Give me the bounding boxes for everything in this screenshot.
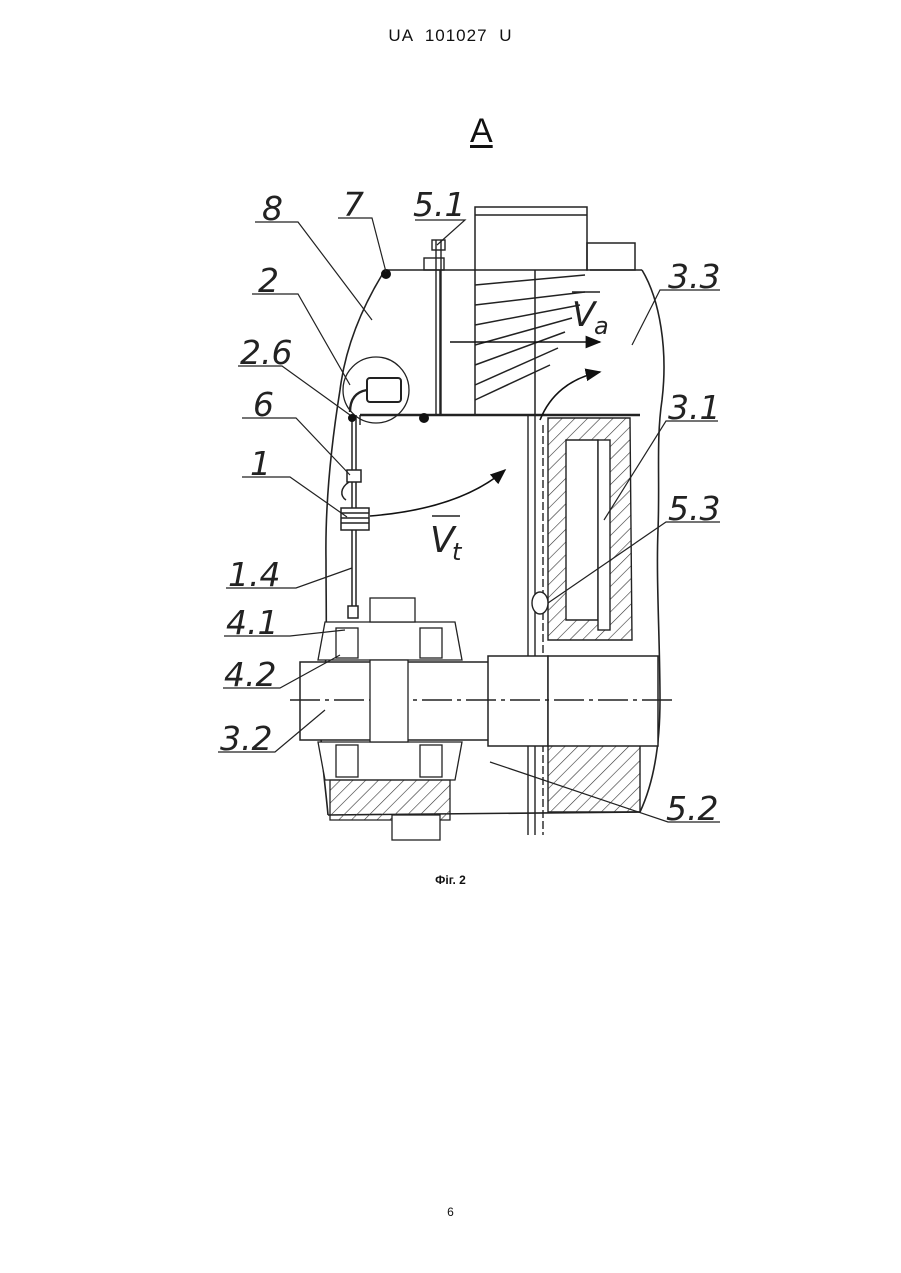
- shaft-3-2: [290, 656, 672, 746]
- label-7: 7: [343, 185, 364, 224]
- label-2-6: 2.6: [240, 333, 292, 372]
- label-3-2: 3.2: [220, 719, 272, 758]
- label-2: 2: [258, 261, 279, 300]
- label-5-2: 5.2: [666, 789, 718, 828]
- label-8: 8: [262, 189, 283, 228]
- rod-5-1: [424, 240, 445, 415]
- label-3-3: 3.3: [668, 257, 720, 296]
- svg-text:a: a: [594, 312, 609, 340]
- label-1: 1: [250, 444, 271, 483]
- label-6: 6: [253, 385, 274, 424]
- page-number: 6: [0, 1205, 901, 1219]
- figure-caption: Фіг. 2: [0, 873, 901, 887]
- svg-text:t: t: [452, 538, 463, 566]
- label-4-1: 4.1: [226, 603, 278, 642]
- tangential-flow-arrow: [370, 470, 505, 516]
- velocity-tangential-label: V t: [430, 516, 463, 566]
- label-3-1: 3.1: [668, 388, 720, 427]
- label-4-2: 4.2: [224, 655, 276, 694]
- sensor-probe: [341, 357, 409, 618]
- label-1-4: 1.4: [228, 555, 280, 594]
- label-5-3: 5.3: [668, 489, 720, 528]
- velocity-axial-label: V a: [572, 292, 609, 340]
- outflow-arrow: [540, 372, 600, 420]
- label-5-1: 5.1: [413, 185, 465, 224]
- flange-3-1: [532, 418, 640, 812]
